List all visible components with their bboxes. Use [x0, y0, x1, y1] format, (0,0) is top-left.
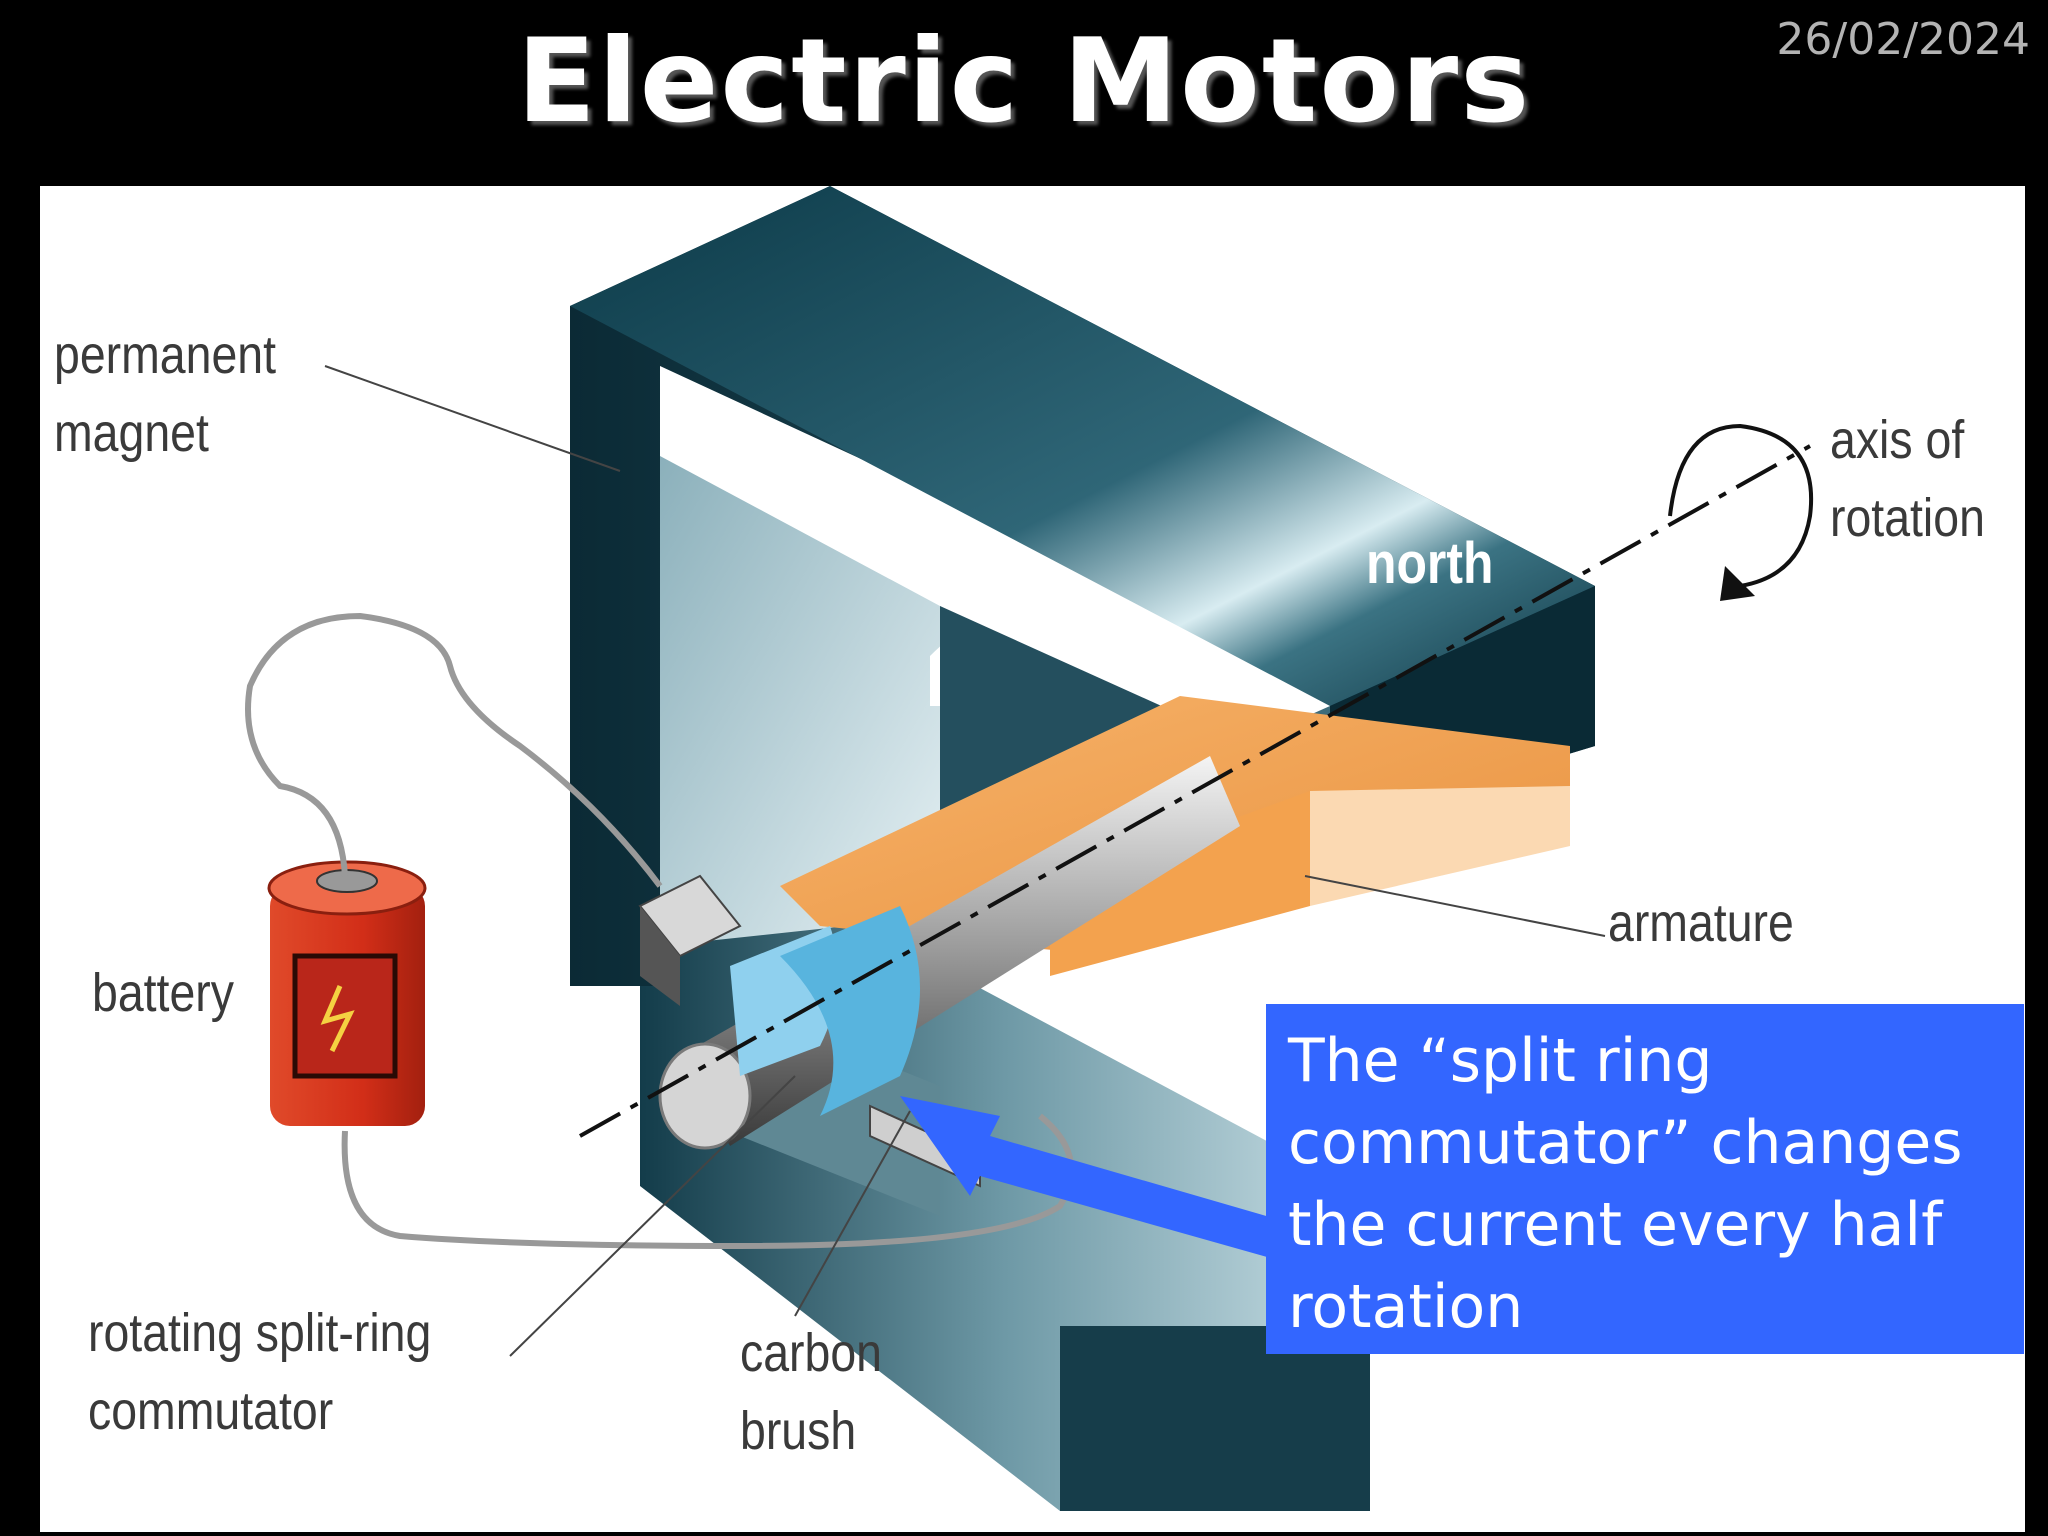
magnet-leader-line: [324, 365, 621, 472]
slide-title: Electric Motors: [516, 14, 1532, 149]
label-carbon-brush: carbon brush: [740, 1323, 883, 1461]
label-armature: armature: [1608, 893, 1794, 953]
wire-bottom: [341, 1113, 1075, 1250]
brush-leader-line: [794, 1110, 911, 1317]
label-permanent-magnet: permanent magnet: [54, 325, 277, 463]
motor-illustration: [245, 186, 1814, 1511]
commutator-leader-line: [509, 1075, 796, 1357]
callout-box: The “split ring commutator” changes the …: [1266, 1004, 2024, 1354]
wire-top: [245, 612, 663, 888]
battery-icon: [267, 860, 427, 1126]
split-ring-commutator: [730, 906, 920, 1116]
motor-shaft: [658, 756, 1240, 1150]
slide-date: 26/02/2024: [1776, 14, 2030, 65]
rotation-arrow-icon: [1668, 423, 1814, 588]
label-axis-of-rotation: axis of rotation: [1830, 410, 1985, 548]
label-north: north: [1366, 531, 1494, 596]
rotation-axis-line: [579, 444, 1811, 1138]
label-battery: battery: [92, 963, 234, 1023]
armature-leader-line: [1304, 875, 1606, 937]
motor-diagram: permanent magnet axis of rotation north …: [40, 186, 2025, 1532]
label-commutator: rotating split-ring commutator: [88, 1303, 432, 1441]
callout-arrow-icon: [900, 1096, 1370, 1286]
carbon-brushes: [638, 874, 981, 1188]
